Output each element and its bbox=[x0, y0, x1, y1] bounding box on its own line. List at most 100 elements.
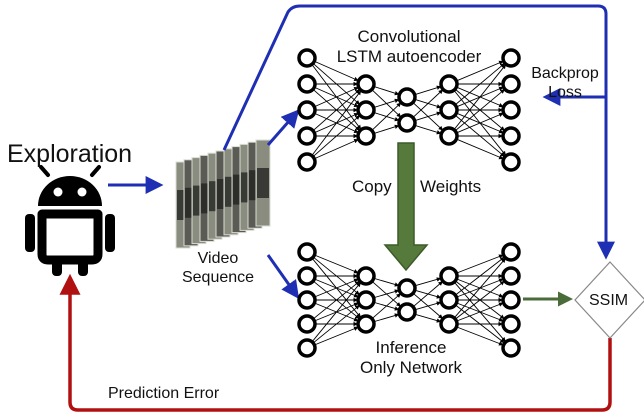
exploration-label: Exploration bbox=[7, 140, 133, 168]
network-connection bbox=[312, 281, 360, 320]
network-connection bbox=[311, 282, 361, 343]
video-frame-shade bbox=[257, 168, 269, 198]
autoencoder-title-line2: LSTM autoencoder bbox=[336, 47, 482, 66]
network-node bbox=[297, 48, 317, 68]
network-node bbox=[501, 152, 521, 172]
network-connection bbox=[373, 85, 400, 96]
network-node bbox=[297, 74, 317, 94]
network-connection bbox=[312, 305, 360, 344]
autoencoder-title: Convolutional LSTM autoencoder bbox=[314, 27, 504, 67]
network-node bbox=[356, 266, 376, 286]
prediction-error-label: Prediction Error bbox=[108, 385, 220, 402]
network-node bbox=[501, 314, 521, 334]
network-connection bbox=[371, 102, 402, 131]
network-node bbox=[501, 100, 521, 120]
arrow-video-to-inference bbox=[266, 254, 300, 299]
network-node bbox=[501, 338, 521, 358]
network-node bbox=[439, 290, 459, 310]
network-node bbox=[356, 100, 376, 120]
network-connection bbox=[373, 124, 400, 135]
network-connection bbox=[414, 124, 442, 135]
network-connection bbox=[454, 89, 505, 132]
network-connection bbox=[456, 112, 504, 134]
network-connection bbox=[456, 302, 504, 322]
network-connection bbox=[373, 98, 400, 109]
inference-network bbox=[297, 242, 521, 358]
network-node bbox=[501, 242, 521, 262]
network-connection bbox=[371, 293, 401, 320]
network-connection bbox=[312, 115, 360, 158]
network-node bbox=[439, 314, 459, 334]
autoencoder-network bbox=[297, 48, 521, 172]
network-node bbox=[439, 100, 459, 120]
network-connection bbox=[314, 60, 359, 81]
network-node bbox=[297, 242, 317, 262]
network-node bbox=[397, 87, 417, 107]
video-sequence-line2: Sequence bbox=[181, 269, 255, 286]
network-node bbox=[439, 126, 459, 146]
inference-title: Inference Only Network bbox=[326, 338, 496, 378]
network-connection bbox=[456, 254, 504, 274]
network-connection bbox=[412, 281, 443, 308]
backprop-loss-label: Backprop Loss bbox=[525, 64, 605, 102]
network-node bbox=[297, 290, 317, 310]
network-connection bbox=[314, 326, 359, 346]
network-node bbox=[397, 113, 417, 133]
backprop-loss-line2: Loss bbox=[548, 84, 582, 101]
network-node bbox=[439, 266, 459, 286]
copy-label: Copy bbox=[352, 177, 392, 196]
network-connection bbox=[456, 60, 504, 82]
network-connection bbox=[373, 289, 400, 299]
weights-label: Weights bbox=[420, 177, 482, 196]
network-connection bbox=[314, 87, 359, 108]
network-node bbox=[397, 278, 417, 298]
network-connection bbox=[412, 89, 444, 118]
video-frames-icon bbox=[175, 139, 271, 249]
network-connection bbox=[454, 63, 505, 106]
network-node bbox=[356, 314, 376, 334]
network-node bbox=[297, 266, 317, 286]
inference-title-line2: Only Network bbox=[359, 358, 463, 377]
video-sequence-label: Video Sequence bbox=[170, 249, 266, 287]
copy-weights-arrow bbox=[383, 142, 429, 272]
network-node bbox=[297, 338, 317, 358]
network-connection bbox=[414, 301, 442, 311]
arrow-prediction-error bbox=[59, 273, 612, 412]
ssim-diamond bbox=[574, 261, 644, 339]
arrow-video-to-ssim bbox=[222, 4, 615, 260]
network-node bbox=[297, 152, 317, 172]
network-node bbox=[356, 74, 376, 94]
network-connection bbox=[455, 280, 505, 320]
network-connection bbox=[453, 258, 506, 319]
network-connection bbox=[414, 277, 442, 287]
network-connection bbox=[314, 278, 359, 298]
android-robot-icon bbox=[25, 165, 115, 276]
backprop-loss-line1: Backprop bbox=[531, 65, 599, 82]
network-node bbox=[297, 314, 317, 334]
network-connection bbox=[373, 277, 400, 287]
network-connection bbox=[456, 326, 504, 346]
network-connection bbox=[414, 313, 442, 323]
network-node bbox=[397, 302, 417, 322]
autoencoder-title-line1: Convolutional bbox=[357, 27, 461, 46]
network-node bbox=[501, 290, 521, 310]
network-node bbox=[297, 100, 317, 120]
inference-title-line1: Inference bbox=[375, 338, 447, 357]
network-connection bbox=[314, 254, 359, 274]
network-connection bbox=[373, 313, 400, 323]
network-connection bbox=[314, 139, 359, 160]
network-node bbox=[356, 126, 376, 146]
network-connection bbox=[414, 85, 442, 96]
network-connection bbox=[455, 256, 505, 296]
network-node bbox=[439, 74, 459, 94]
network-node bbox=[297, 126, 317, 146]
network-connection bbox=[311, 90, 362, 156]
video-sequence-line1: Video bbox=[197, 250, 239, 267]
network-connection bbox=[456, 138, 504, 160]
network-node bbox=[501, 266, 521, 286]
ssim-label: SSIM bbox=[589, 292, 629, 309]
network-node bbox=[501, 48, 521, 68]
network-node bbox=[356, 290, 376, 310]
arrow-video-to-autoencoder bbox=[266, 109, 300, 146]
